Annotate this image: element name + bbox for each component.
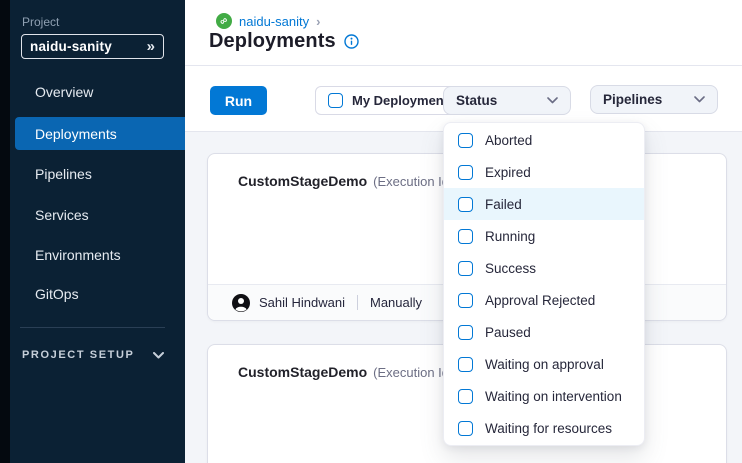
chevron-down-icon [547, 97, 558, 104]
menu-item-approval-rejected[interactable]: Approval Rejected [444, 284, 644, 316]
checkbox[interactable] [458, 324, 473, 340]
menu-item-waiting-on-intervention[interactable]: Waiting on intervention [444, 380, 644, 412]
page-header: ∞ naidu-sanity › Deployments [185, 0, 742, 66]
checkbox[interactable] [458, 164, 473, 180]
page-title: Deployments [209, 30, 336, 52]
my-deployments-toggle[interactable]: My Deployments [315, 86, 469, 115]
checkbox[interactable] [458, 420, 473, 436]
menu-item-aborted[interactable]: Aborted [444, 124, 644, 156]
pipeline-name[interactable]: CustomStageDemo [238, 364, 368, 380]
project-setup-toggle[interactable]: PROJECT SETUP [22, 349, 172, 361]
menu-item-failed[interactable]: Failed [444, 188, 644, 220]
checkbox[interactable] [458, 292, 473, 308]
menu-item-success[interactable]: Success [444, 252, 644, 284]
triggered-by-user: Sahil Hindwani [259, 295, 345, 310]
info-icon[interactable] [343, 34, 359, 49]
project-selector[interactable]: naidu-sanity » [21, 34, 164, 59]
project-label: Project [22, 15, 60, 29]
menu-item-waiting-for-resources[interactable]: Waiting for resources [444, 412, 644, 444]
checkbox[interactable] [458, 260, 473, 276]
checkbox[interactable] [458, 388, 473, 404]
breadcrumb[interactable]: ∞ naidu-sanity › [216, 13, 320, 29]
checkbox[interactable] [458, 132, 473, 148]
my-deployments-checkbox[interactable] [328, 93, 343, 108]
project-expand-icon[interactable]: » [146, 38, 155, 55]
sidebar-item-deployments[interactable]: Deployments [15, 117, 185, 150]
sidebar-item-pipelines[interactable]: Pipelines [35, 166, 92, 182]
user-avatar-icon [232, 293, 250, 312]
status-filter-dropdown[interactable]: Status [443, 86, 571, 115]
run-button[interactable]: Run [210, 86, 267, 115]
module-nav-strip [0, 0, 10, 463]
chevron-down-icon [694, 96, 705, 103]
chevron-right-icon: › [316, 13, 321, 29]
sidebar-item-services[interactable]: Services [35, 207, 89, 223]
status-filter-menu: Aborted Expired Failed Running Success A… [443, 122, 645, 446]
sidebar-item-gitops[interactable]: GitOps [35, 286, 79, 302]
menu-item-waiting-on-approval[interactable]: Waiting on approval [444, 348, 644, 380]
toolbar: Run My Deployments Status Pipelines [185, 66, 742, 132]
checkbox[interactable] [458, 356, 473, 372]
checkbox[interactable] [458, 196, 473, 212]
sidebar-divider [20, 327, 165, 328]
trigger-type: Manually [370, 295, 423, 310]
menu-item-running[interactable]: Running [444, 220, 644, 252]
sidebar-item-environments[interactable]: Environments [35, 247, 121, 263]
chevron-down-icon [152, 351, 164, 358]
footer-divider [357, 295, 358, 310]
project-name: naidu-sanity [30, 39, 112, 54]
breadcrumb-project-link[interactable]: naidu-sanity [239, 13, 310, 29]
sidebar-item-overview[interactable]: Overview [35, 84, 94, 100]
checkbox[interactable] [458, 228, 473, 244]
execution-id-text: (Execution Id [373, 174, 450, 189]
sidebar: Project naidu-sanity » Overview Deployme… [10, 0, 185, 463]
menu-item-expired[interactable]: Expired [444, 156, 644, 188]
execution-id-text: (Execution Id [373, 365, 450, 380]
cd-module-icon: ∞ [216, 13, 232, 29]
pipeline-name[interactable]: CustomStageDemo [238, 173, 368, 189]
menu-item-paused[interactable]: Paused [444, 316, 644, 348]
pipelines-filter-dropdown[interactable]: Pipelines [590, 85, 718, 114]
